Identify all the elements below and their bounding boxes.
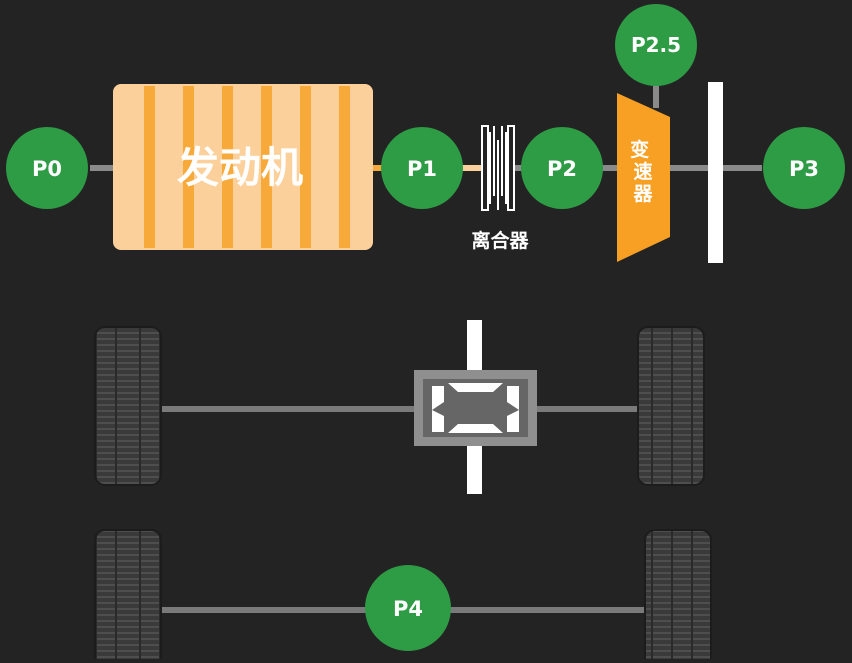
rear-axle-group: P4 (94, 529, 712, 663)
node-p2-label: P2 (547, 157, 577, 181)
transmission-label-text: 变 (630, 138, 649, 161)
node-p25: P2.5 (615, 4, 697, 86)
front-axle-group (94, 320, 705, 494)
node-p25-label: P2.5 (631, 33, 681, 57)
node-p4-label: P4 (393, 597, 423, 621)
node-p2: P2 (521, 127, 603, 209)
clutch-icon (481, 125, 515, 211)
output-plate (708, 82, 723, 263)
engine-label: 发动机 (177, 143, 303, 192)
front-right-tire (637, 326, 705, 486)
engine-block: 发动机 (113, 84, 373, 250)
node-p4: P4 (365, 565, 451, 651)
transmission-label-char: 器 (632, 183, 653, 205)
transmission-label: 变 速器 (630, 138, 656, 205)
node-p0-label: P0 (32, 157, 62, 181)
node-p1-label: P1 (407, 157, 437, 181)
front-left-tire (94, 326, 162, 486)
node-p3-label: P3 (789, 157, 819, 181)
node-p3: P3 (763, 127, 845, 209)
node-p0: P0 (6, 127, 88, 209)
differential (414, 370, 537, 446)
transmission-body (617, 93, 670, 262)
transmission-block: 变 速器 (617, 93, 670, 262)
clutch-label: 离合器 (471, 229, 529, 252)
engine-cylinder-stripes (144, 86, 350, 248)
node-p1: P1 (381, 127, 463, 209)
rear-right-tire (644, 529, 712, 663)
rear-left-tire (94, 529, 162, 663)
transmission-label-char: 速 (633, 160, 652, 183)
